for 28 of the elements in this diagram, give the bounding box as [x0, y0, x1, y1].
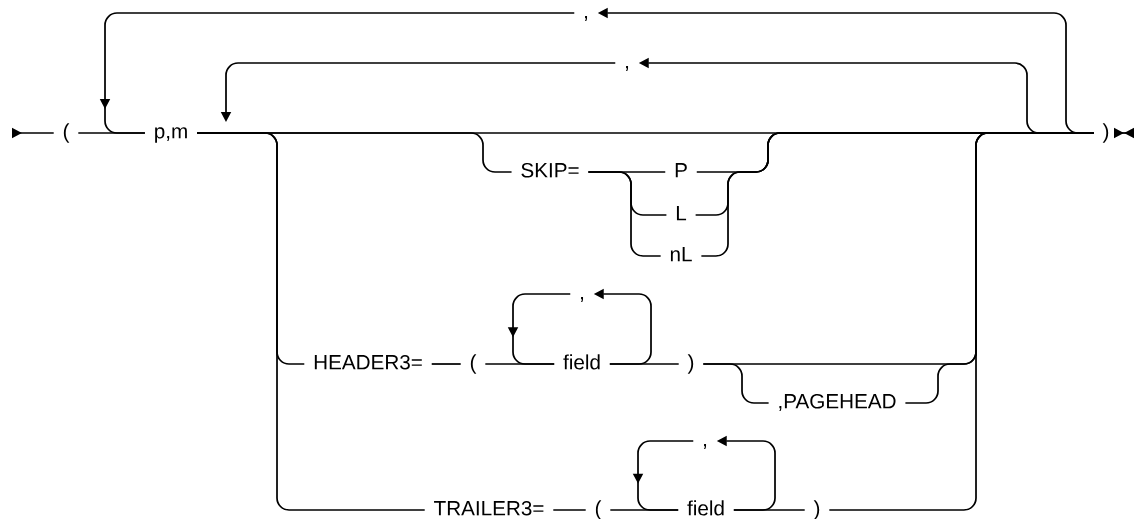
syntax-token: TRAILER3=: [434, 500, 544, 516]
syntax-token: ): [813, 500, 820, 519]
rail-line: [587, 171, 662, 257]
syntax-token: L: [676, 206, 687, 221]
rail-line: [552, 509, 587, 511]
syntax-token: field: [563, 354, 600, 370]
rail-line: [608, 363, 680, 365]
syntax-token: ,: [704, 444, 706, 449]
rail-line: [196, 132, 426, 511]
rail-line: [828, 132, 1095, 511]
syntax-token: ): [687, 354, 694, 374]
syntax-token: (: [63, 123, 70, 143]
syntax-token: ,: [581, 297, 583, 302]
rail-line: [732, 509, 806, 511]
syntax-token: SKIP=: [521, 162, 579, 178]
rail-line: [430, 363, 462, 365]
rail-line: [702, 363, 770, 404]
syntax-token: (: [470, 354, 477, 374]
syntax-token: nL: [670, 247, 692, 262]
syntax-token: P: [675, 163, 687, 178]
syntax-token: HEADER3=: [314, 354, 422, 370]
syntax-token: ): [1102, 123, 1109, 143]
syntax-token: ,PAGEHEAD: [779, 393, 896, 411]
syntax-token: ,: [585, 16, 587, 21]
syntax-token: p,m: [155, 127, 187, 143]
syntax-token: (: [595, 500, 602, 519]
syntax-token: field: [687, 500, 724, 516]
syntax-token: ,: [626, 66, 628, 71]
